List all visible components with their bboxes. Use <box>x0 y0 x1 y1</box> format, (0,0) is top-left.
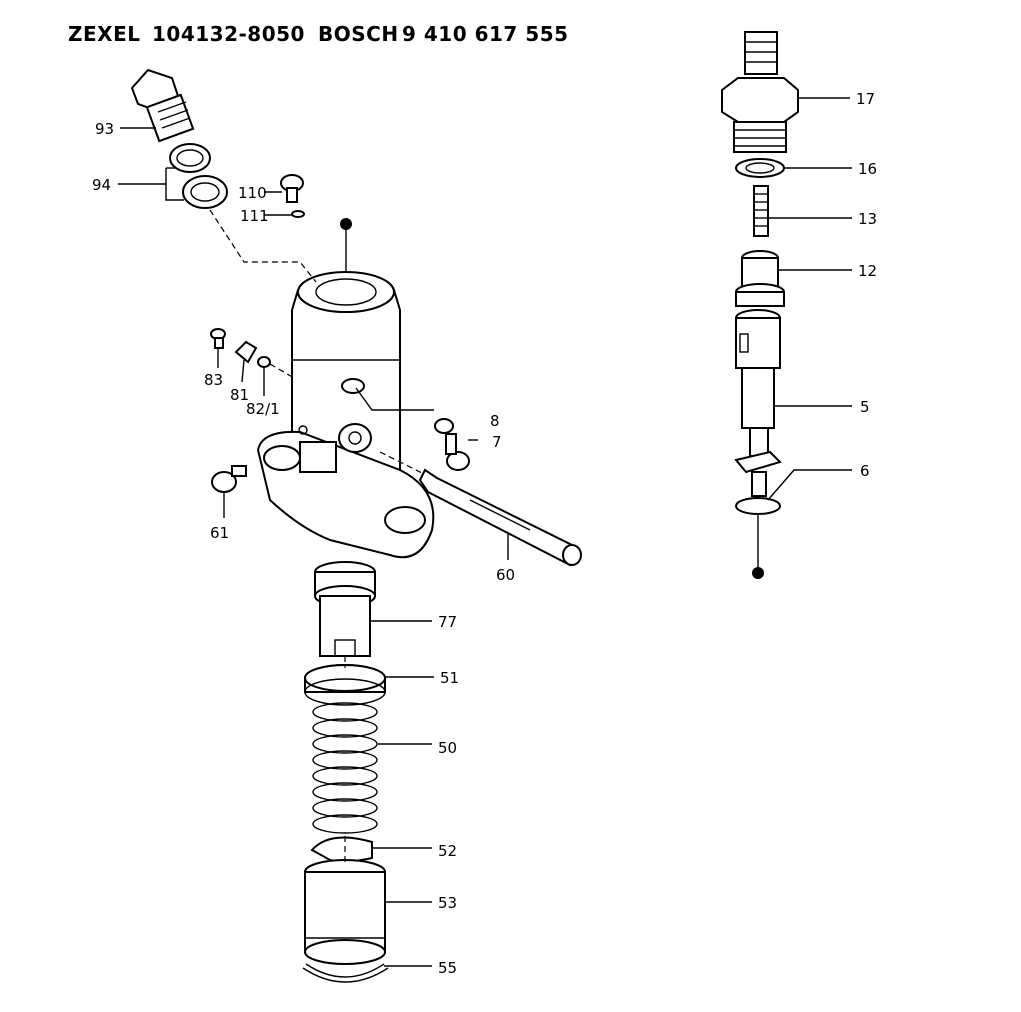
washer-82 <box>257 356 271 368</box>
seal-ring-lower <box>182 175 228 209</box>
screw-110 <box>280 174 304 203</box>
delivery-valve-holder-17 <box>721 31 799 153</box>
callout-13: 13 <box>858 210 877 228</box>
callout-55: 55 <box>438 959 457 977</box>
callout-12: 12 <box>858 262 877 280</box>
washer-111 <box>291 210 305 218</box>
spring-seat-52 <box>310 836 373 863</box>
callout-50: 50 <box>438 739 457 757</box>
header-part2: 9 410 617 555 <box>402 22 569 46</box>
callout-60: 60 <box>496 566 515 584</box>
plunger-spring-50 <box>312 702 378 834</box>
callout-61: 61 <box>210 524 229 542</box>
plunger-flag-6 <box>734 450 782 515</box>
callout-17: 17 <box>856 90 875 108</box>
callout-5: 5 <box>860 398 870 416</box>
barrel-plunger-5 <box>735 309 781 457</box>
pump-body <box>256 271 435 559</box>
screw-83 <box>210 328 226 349</box>
gasket-16 <box>735 158 785 178</box>
callout-77: 77 <box>438 613 457 631</box>
plug-61 <box>211 465 247 493</box>
callout-82-1: 82/1 <box>246 400 280 418</box>
callout-6: 6 <box>860 462 870 480</box>
marker-dot-right <box>752 567 764 579</box>
fitting-93 <box>130 68 195 143</box>
callout-51: 51 <box>440 669 459 687</box>
spring-seat-51 <box>304 664 386 706</box>
header-brand1: ZEXEL <box>68 22 141 46</box>
callout-83: 83 <box>204 371 223 389</box>
washer-8 <box>434 418 454 434</box>
header-brand2: BOSCH <box>318 22 399 46</box>
delivery-valve-12 <box>735 250 785 307</box>
callout-7: 7 <box>492 433 502 451</box>
callout-8: 8 <box>490 412 500 430</box>
valve-spring-13 <box>753 185 769 237</box>
roller-tappet-53 <box>304 859 386 965</box>
callout-94: 94 <box>92 176 111 194</box>
callout-53: 53 <box>438 894 457 912</box>
header-part1: 104132-8050 <box>152 22 305 46</box>
callout-52: 52 <box>438 842 457 860</box>
bracket-81 <box>234 340 258 364</box>
callout-93: 93 <box>95 120 114 138</box>
control-sleeve-77 <box>314 561 376 657</box>
marker-dot-left <box>340 218 352 230</box>
callout-16: 16 <box>858 160 877 178</box>
callout-81: 81 <box>230 386 249 404</box>
snap-ring-55 <box>302 963 389 983</box>
seal-ring-upper <box>169 143 211 173</box>
callout-111: 111 <box>240 207 269 225</box>
screw-7 <box>445 433 470 471</box>
callout-110: 110 <box>238 184 267 202</box>
lever-60 <box>418 468 582 567</box>
